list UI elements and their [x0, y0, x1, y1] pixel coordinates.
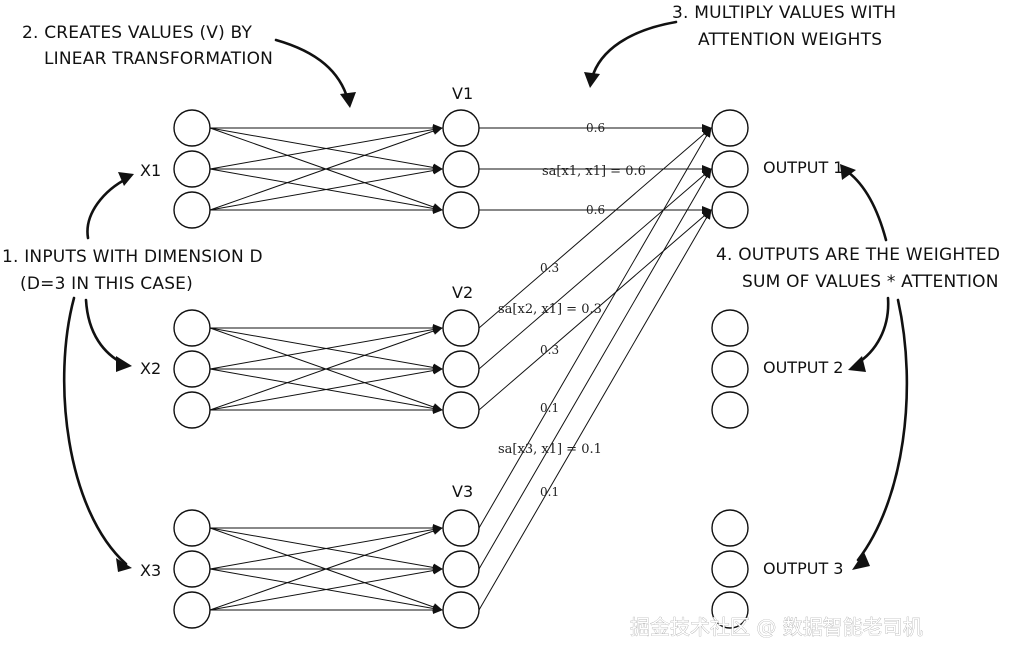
value-node: [442, 109, 480, 147]
step4-arrow-up-head: [840, 164, 856, 180]
input-node: [173, 391, 211, 429]
value-label-v3: V3: [452, 482, 473, 501]
step2-text-line1: 2. CREATES VALUES (V) BY: [22, 23, 252, 43]
step1-arrow-up-head: [118, 172, 134, 186]
input-label-x3: X3: [140, 561, 161, 580]
value-label-v1: V1: [452, 84, 473, 103]
input-node: [173, 350, 211, 388]
input-node: [173, 191, 211, 229]
value-node: [442, 350, 480, 388]
step3-arrow: [590, 20, 678, 80]
output-label-2: OUTPUT 2: [763, 358, 843, 377]
step4-text-line2: SUM OF VALUES * ATTENTION: [742, 272, 999, 292]
linear-edge: [209, 525, 443, 570]
attention-labels: 0.6 sa[x1, x1] = 0.6 0.6 0.3 sa[x2, x1] …: [498, 121, 646, 499]
input-node: [173, 550, 211, 588]
input-node: [173, 591, 211, 629]
linear-edge: [209, 527, 443, 611]
group-labels: X1 X2 X3 V1 V2 V3 OUTPUT 1 OUTPUT 2 OUTP…: [140, 84, 843, 580]
step2-arrow-head: [340, 92, 356, 108]
output-label-1: OUTPUT 1: [763, 158, 843, 177]
attention-edge: [478, 127, 712, 529]
step4-text-line1: 4. OUTPUTS ARE THE WEIGHTED: [716, 245, 1000, 265]
output-node: [711, 391, 749, 429]
linear-edge: [209, 127, 443, 211]
value-node: [442, 591, 480, 629]
step4-arrow-up: [846, 170, 888, 242]
value-node: [442, 509, 480, 547]
v2-attention-formula: sa[x2, x1] = 0.3: [498, 302, 602, 317]
input-node: [173, 309, 211, 347]
linear-edge: [209, 327, 443, 411]
step1-text-line1: 1. INPUTS WITH DIMENSION D: [2, 247, 263, 267]
linear-edge: [209, 325, 443, 370]
step2-arrow: [274, 38, 350, 102]
v3-weight-top: 0.1: [540, 401, 559, 415]
step3-text-line2: ATTENTION WEIGHTS: [698, 30, 882, 50]
step2-text-line2: LINEAR TRANSFORMATION: [44, 49, 273, 69]
output-node: [711, 591, 749, 629]
v1-attention-formula: sa[x1, x1] = 0.6: [542, 164, 646, 179]
watermark-text: 掘金技术社区 @ 数据智能老司机: [630, 615, 923, 639]
v2-weight-bottom: 0.3: [540, 343, 559, 357]
v3-weight-bottom: 0.1: [540, 485, 559, 499]
output-node: [711, 509, 749, 547]
input-node: [173, 509, 211, 547]
attention-edge: [478, 168, 712, 370]
linear-edge: [209, 125, 443, 170]
linear-edge: [209, 566, 443, 611]
output-node: [711, 150, 749, 188]
step4-arrow-output3: [856, 298, 909, 562]
attention-edge: [478, 127, 712, 329]
step3-text-line1: 3. MULTIPLY VALUES WITH: [672, 3, 896, 23]
v2-weight-top: 0.3: [540, 261, 559, 275]
v1-weight-top: 0.6: [586, 121, 605, 135]
step1-arrow-x2: [84, 298, 126, 366]
step4-arrow-output2-head: [848, 356, 866, 372]
value-node: [442, 550, 480, 588]
value-label-v2: V2: [452, 283, 473, 302]
linear-edge: [209, 166, 443, 211]
value-node: [442, 191, 480, 229]
step1-arrow-x3: [62, 296, 128, 566]
annotation-arrows: [62, 20, 909, 572]
input-node: [173, 150, 211, 188]
connection-edges: [209, 124, 712, 614]
output-node: [711, 109, 749, 147]
input-node: [173, 109, 211, 147]
output-node: [711, 550, 749, 588]
attention-edge: [478, 209, 712, 411]
value-node: [442, 150, 480, 188]
value-node: [442, 391, 480, 429]
step1-arrow-up: [86, 176, 130, 240]
output-node: [711, 191, 749, 229]
linear-edge: [209, 366, 443, 411]
attention-edge: [478, 168, 712, 570]
input-label-x2: X2: [140, 359, 161, 378]
output-label-3: OUTPUT 3: [763, 559, 843, 578]
step4-arrow-output2: [854, 296, 890, 366]
attention-edge: [478, 209, 712, 611]
step4-arrow-output3-head: [852, 552, 870, 570]
v3-attention-formula: sa[x3, x1] = 0.1: [498, 442, 602, 457]
output-node: [711, 350, 749, 388]
neuron-nodes: [173, 109, 749, 629]
step3-arrow-head: [584, 72, 600, 88]
step1-arrow-x3-head: [116, 558, 132, 572]
v1-weight-bottom: 0.6: [586, 203, 605, 217]
value-node: [442, 309, 480, 347]
step1-text-line2: (D=3 IN THIS CASE): [20, 274, 193, 294]
annotation-texts: 2. CREATES VALUES (V) BY LINEAR TRANSFOR…: [2, 3, 1000, 294]
input-label-x1: X1: [140, 161, 161, 180]
output-node: [711, 309, 749, 347]
step1-arrow-x2-head: [116, 356, 132, 372]
